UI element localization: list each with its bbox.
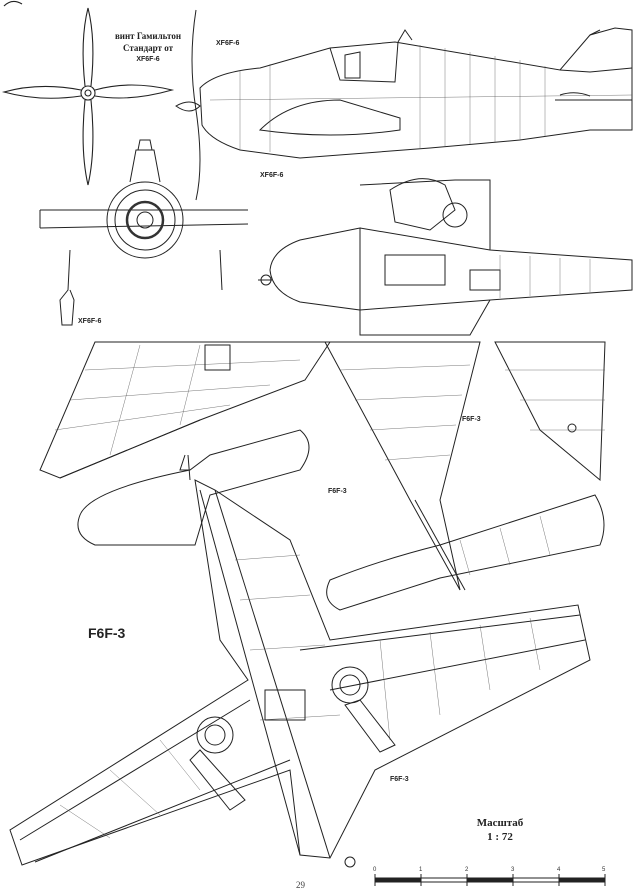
caption-line1: винт Гамильтон	[114, 31, 182, 41]
scale-title: Масштаб	[476, 817, 524, 829]
corner-mark	[3, 0, 23, 7]
label-front-view: XF6F-6	[78, 318, 102, 325]
page-number: 29	[296, 880, 305, 890]
label-plan-upper-right: F6F-3	[462, 416, 481, 423]
caption-line3: XF6F-6	[136, 56, 160, 63]
tailplane-drawing	[77, 429, 310, 546]
side-view-drawing	[175, 9, 633, 201]
scale-ratio: 1 : 72	[487, 831, 513, 843]
scale-tick-2: 2	[465, 867, 469, 873]
label-side-view: XF6F-6	[216, 40, 240, 47]
wing-panel-upper-right	[494, 341, 606, 482]
top-view-drawing	[258, 178, 633, 336]
scale-tick-4: 4	[557, 867, 561, 873]
caption-line2: Стандарт от	[122, 43, 173, 53]
label-main-planform: F6F-3	[88, 625, 126, 641]
label-side-view-lower: XF6F-6	[260, 172, 284, 179]
wing-panel-top-center	[324, 341, 605, 611]
scale-tick-1: 1	[419, 867, 423, 873]
main-planform-drawing	[9, 454, 591, 868]
scale-bar	[374, 874, 606, 886]
propeller-drawing	[1, 7, 175, 186]
scale-tick-3: 3	[511, 867, 515, 873]
scale-tick-0: 0	[373, 867, 377, 873]
label-plan-center: F6F-3	[328, 488, 347, 495]
label-plan-lower: F6F-3	[390, 776, 409, 783]
wing-panel-upper-left	[39, 341, 331, 479]
scale-tick-5: 5	[602, 867, 606, 873]
front-view-drawing	[39, 139, 249, 326]
propeller-caption: винт Гамильтон Стандарт от XF6F-6	[103, 30, 193, 66]
